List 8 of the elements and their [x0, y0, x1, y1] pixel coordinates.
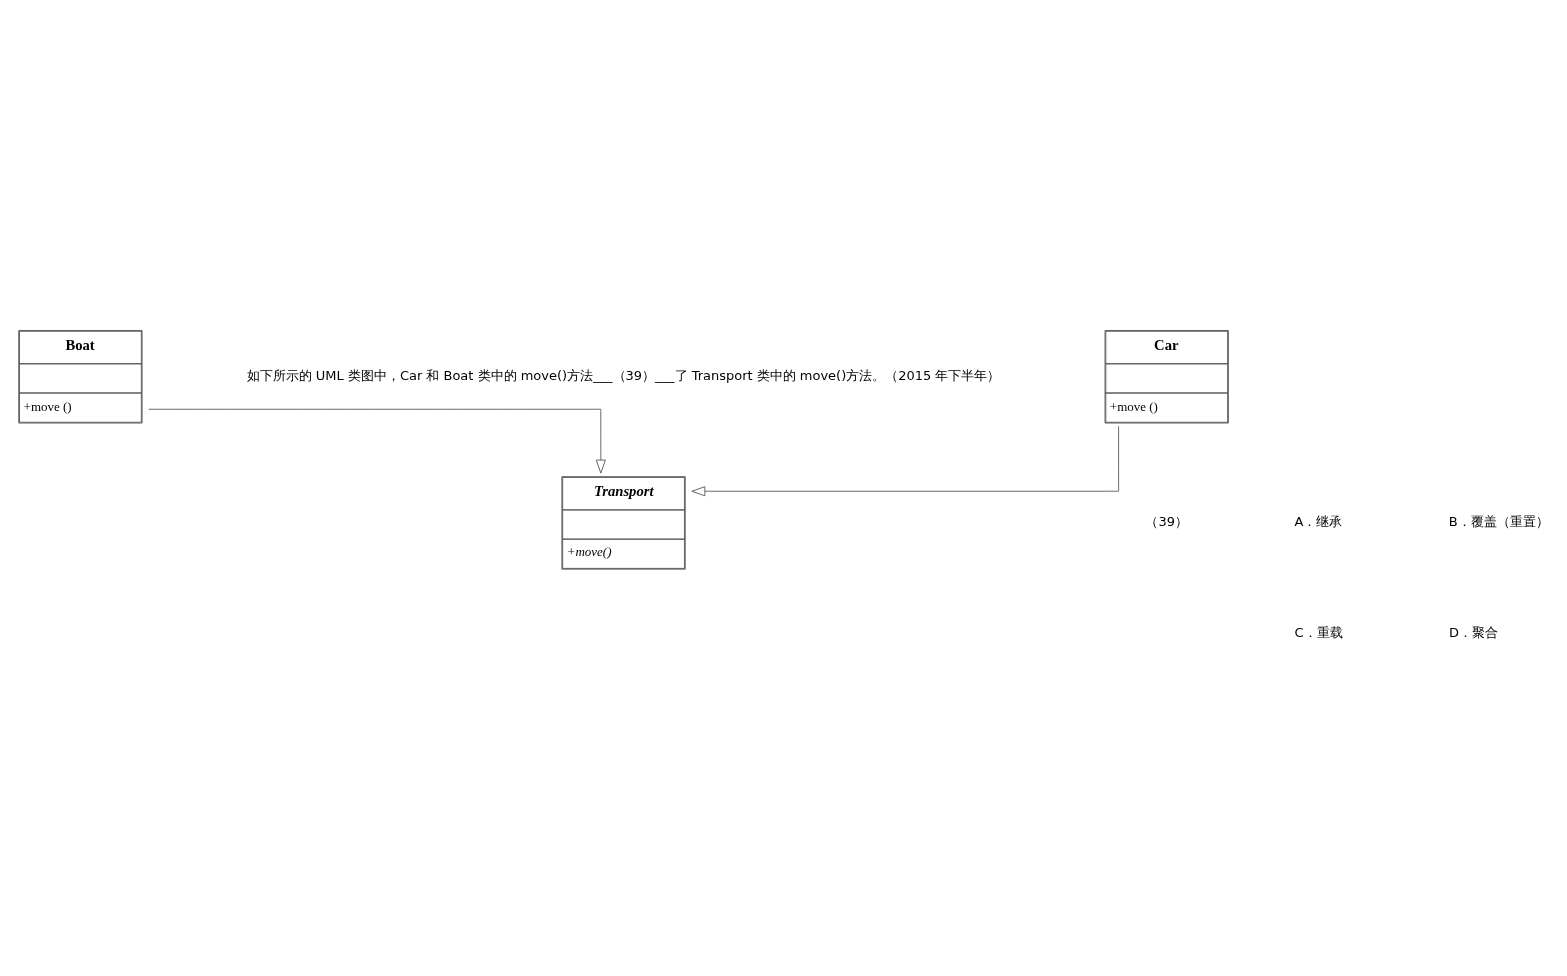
arrow [148, 408, 606, 474]
label: C．重载 [1294, 625, 1343, 641]
label: （39） [1145, 514, 1188, 529]
label: A．继承 [1294, 514, 1343, 529]
arrow [691, 425, 1119, 497]
label: 如下所示的 UML 类图中，Car 和 Boat 类中的 move()方法___（39）___了 Transport 类中的 move()方法。（2015 年下半年） [246, 367, 1001, 383]
label: B．覆盖（重置） [1448, 514, 1549, 529]
label: D．聚合 [1449, 625, 1499, 641]
